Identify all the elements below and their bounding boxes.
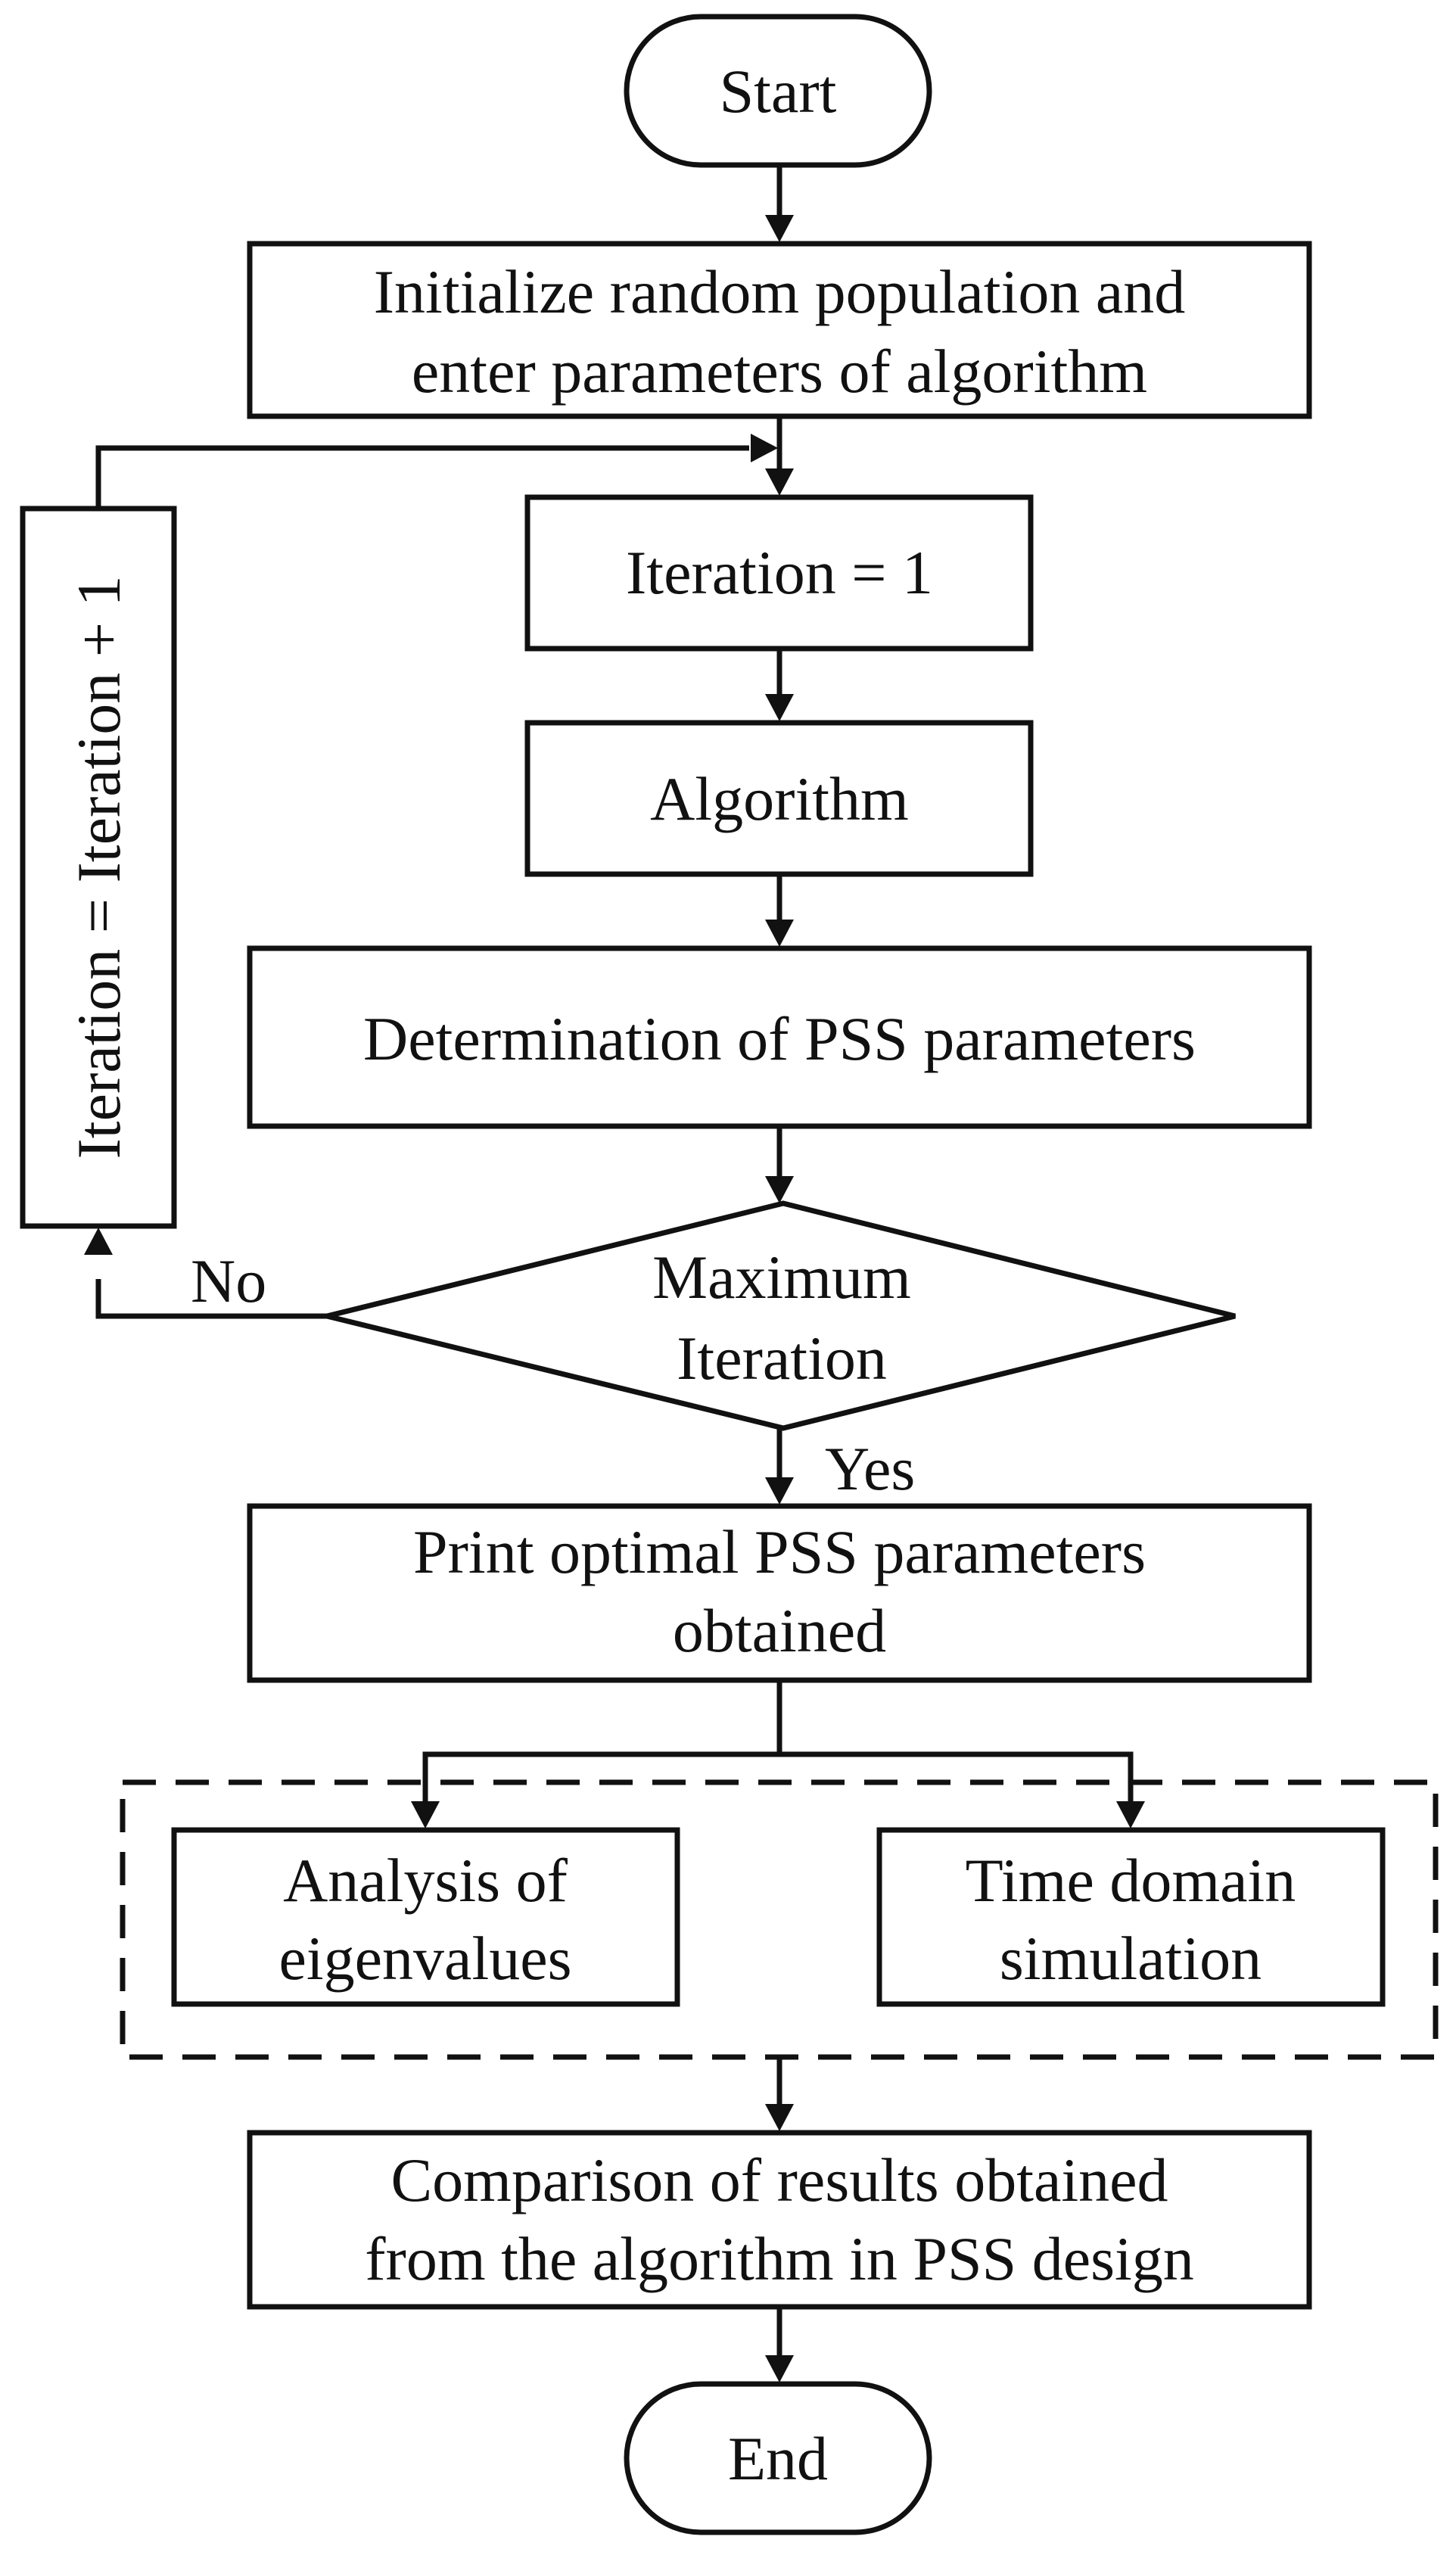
start-terminator: Start <box>624 14 932 168</box>
comparison-label-line-1: Comparison of results obtained <box>390 2146 1168 2214</box>
arrow-init-to-iteration-head <box>765 468 794 496</box>
eigenvalues-label-line-1: Analysis of <box>283 1846 568 1915</box>
determination-label: Determination of PSS parameters <box>363 1004 1196 1073</box>
iteration-increment-label: Iteration = Iteration + 1 <box>64 576 133 1159</box>
iteration-init-label: Iteration = 1 <box>626 538 933 607</box>
init-label-line-2: enter parameters of algorithm <box>412 337 1147 406</box>
no-label: No <box>191 1246 266 1315</box>
start-label: Start <box>720 57 837 126</box>
arrow-group-to-comparison-head <box>765 2104 794 2131</box>
arrow-no-branch-head <box>84 1228 113 1255</box>
iteration-init-box: Iteration = 1 <box>524 494 1034 652</box>
arrow-comparison-to-end-head <box>765 2355 794 2382</box>
algorithm-box: Algorithm <box>524 720 1034 877</box>
max-iteration-decision: Maximum Iteration <box>326 1200 1236 1431</box>
algorithm-label: Algorithm <box>650 764 909 833</box>
arrow-decision-to-print-head <box>765 1477 794 1505</box>
arrow-start-to-init-head <box>765 215 794 242</box>
arrow-loop-back <box>95 445 749 509</box>
eigenvalues-box: Analysis of eigenvalues <box>171 1827 680 2007</box>
arrow-to-time-domain-head <box>1116 1801 1145 1828</box>
arrow-split-bar <box>422 1751 1134 1807</box>
arrow-determination-to-decision-head <box>765 1176 794 1203</box>
time-domain-box: Time domain simulation <box>876 1827 1386 2007</box>
time-domain-label-line-2: simulation <box>1000 1924 1262 1993</box>
iteration-increment-box: Iteration = Iteration + 1 <box>20 506 177 1229</box>
yes-label: Yes <box>825 1434 915 1503</box>
decision-label-line-2: Iteration <box>677 1324 887 1393</box>
end-terminator: End <box>624 2381 932 2535</box>
comparison-label-line-2: from the algorithm in PSS design <box>365 2224 1194 2293</box>
comparison-box: Comparison of results obtained from the … <box>247 2130 1312 2310</box>
decision-label-line-1: Maximum <box>652 1243 911 1312</box>
arrow-no-branch <box>95 1279 327 1319</box>
end-label: End <box>728 2424 828 2493</box>
print-box: Print optimal PSS parameters obtained <box>247 1503 1312 1683</box>
print-label-line-1: Print optimal PSS parameters <box>413 1517 1146 1586</box>
connectors <box>84 165 1145 2382</box>
arrow-algorithm-to-determination-head <box>765 920 794 947</box>
init-label-line-1: Initialize random population and <box>374 257 1186 326</box>
arrow-to-eigenvalues-head <box>411 1801 440 1828</box>
eigenvalues-label-line-2: eigenvalues <box>278 1924 571 1993</box>
determination-box: Determination of PSS parameters <box>247 945 1312 1129</box>
arrow-iteration-to-algorithm-head <box>765 694 794 721</box>
print-label-line-2: obtained <box>673 1596 886 1665</box>
time-domain-label-line-1: Time domain <box>966 1846 1296 1915</box>
init-box: Initialize random population and enter p… <box>247 241 1312 419</box>
arrow-loop-back-head <box>751 434 778 462</box>
